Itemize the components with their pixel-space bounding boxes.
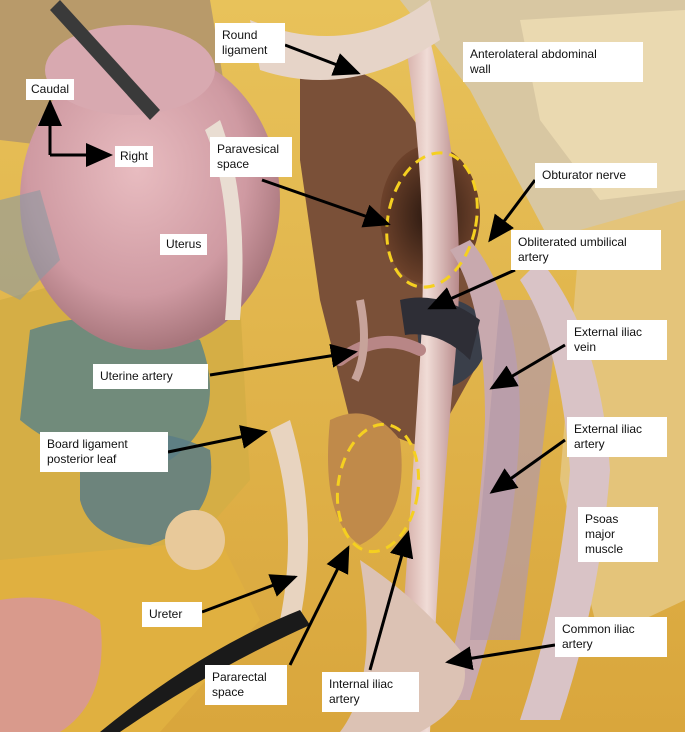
broad-ligament-label: Board ligament posterior leaf <box>40 432 168 472</box>
right-label: Right <box>115 146 154 167</box>
uterine-artery-label: Uterine artery <box>93 364 208 389</box>
common-iliac-artery-label: Common iliac artery <box>555 617 667 657</box>
pararectal-space-label: Pararectal space <box>205 665 287 705</box>
obturator-nerve-label: Obturator nerve <box>535 163 657 188</box>
external-iliac-artery-label: External iliac artery <box>567 417 667 457</box>
internal-iliac-artery-label: Internal iliac artery <box>322 672 419 712</box>
ureter-label: Ureter <box>142 602 202 627</box>
anterolateral-wall-label: Anterolateral abdominal wall <box>463 42 643 82</box>
caudal-label: Caudal <box>26 79 75 100</box>
external-iliac-vein-label: External iliac vein <box>567 320 667 360</box>
uterus-label: Uterus <box>160 234 208 255</box>
psoas-major-label: Psoas major muscle <box>578 507 658 562</box>
paravesical-space-label: Paravesical space <box>210 137 292 177</box>
round-ligament-label: Round ligament <box>215 23 285 63</box>
obliterated-umbilical-artery-label: Obliterated umbilical artery <box>511 230 661 270</box>
